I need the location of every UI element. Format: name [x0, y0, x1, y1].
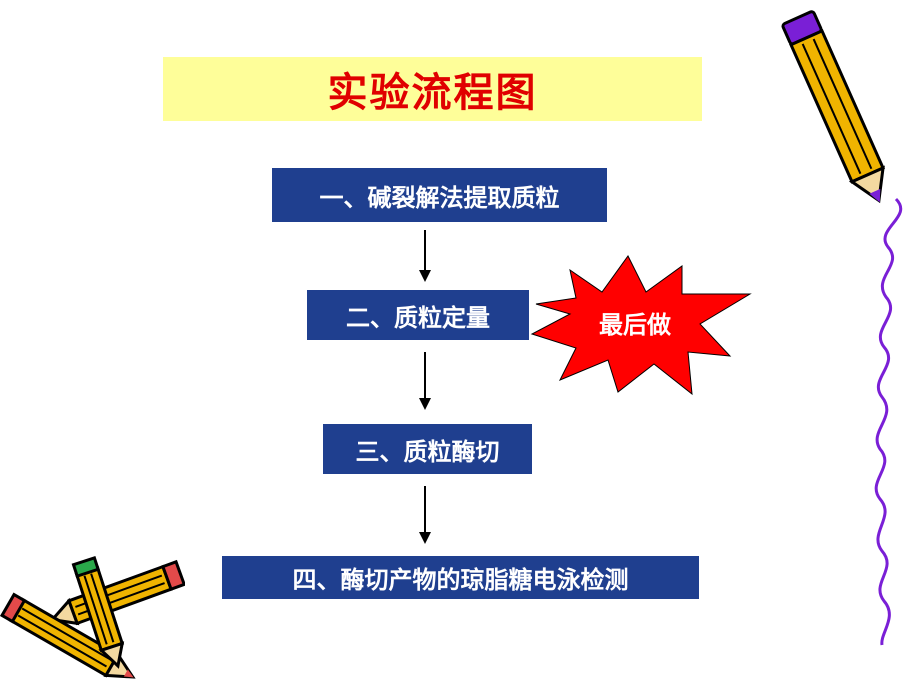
step-3-label: 三、质粒酶切	[355, 437, 500, 466]
step-1-box: 一、碱裂解法提取质粒	[272, 168, 607, 222]
step-4-label: 四、酶切产物的琼脂糖电泳检测	[292, 566, 629, 594]
crossed-pencils-icon	[0, 555, 185, 679]
step-2-label: 二、质粒定量	[346, 303, 490, 332]
callout-label: 最后做	[599, 311, 671, 339]
step-2-box: 二、质粒定量	[307, 290, 529, 340]
step-3-box: 三、质粒酶切	[323, 424, 532, 474]
squiggle-line	[874, 197, 903, 646]
page-title: 实验流程图	[327, 70, 538, 116]
arrow-2-3	[418, 352, 432, 410]
starburst-callout	[530, 255, 752, 396]
pencil-icon	[781, 10, 886, 204]
title-box: 实验流程图	[163, 57, 702, 121]
step-1-label: 一、碱裂解法提取质粒	[319, 183, 560, 212]
arrow-1-2	[418, 230, 432, 282]
step-4-box: 四、酶切产物的琼脂糖电泳检测	[222, 556, 699, 599]
arrow-3-4	[418, 486, 432, 544]
